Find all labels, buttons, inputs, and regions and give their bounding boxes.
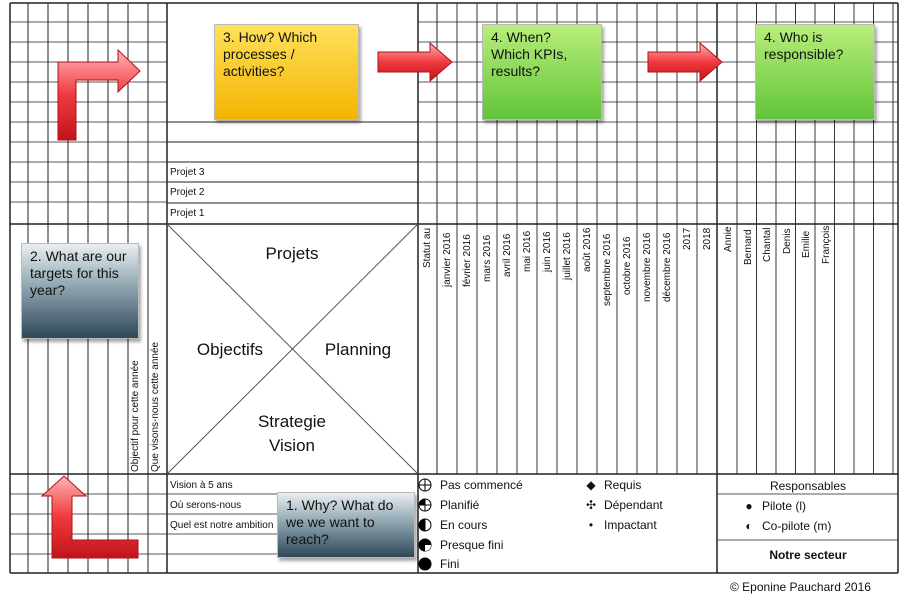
person-column-header: Emilie: [801, 230, 812, 258]
arrow-bottomleft: [40, 475, 139, 559]
half-circle-icon: ◐: [745, 519, 753, 533]
person-column-header: François: [821, 225, 832, 264]
note-targets: 2. What are our targets for this year?: [21, 243, 139, 339]
status-three-quarter-icon: [418, 538, 432, 552]
legend-copilote: ◐ Co-pilote (m): [742, 519, 831, 533]
cross-star-icon: ✣: [585, 498, 597, 512]
legend-planifie: Planifié: [418, 498, 479, 512]
sector-label: Notre secteur: [769, 548, 847, 562]
timeline-header: 2017: [682, 227, 693, 250]
legend-impactant: • Impactant: [584, 518, 657, 532]
timeline-header: Statut au: [422, 227, 433, 268]
timeline-header: août 2016: [582, 227, 593, 273]
legend-pas-commence: Pas commencé: [418, 478, 523, 492]
person-column-header: Denis: [782, 228, 793, 254]
note-when: 4. When? Which KPIs, results?: [482, 24, 602, 120]
filled-circle-icon: ●: [745, 499, 753, 513]
x-label-objectifs: Objectifs: [196, 340, 264, 359]
legend-pilote: ● Pilote (l): [742, 499, 806, 513]
status-half-icon: [418, 518, 432, 532]
dot-icon: •: [588, 518, 594, 532]
timeline-header: février 2016: [462, 234, 473, 287]
timeline-header: septembre 2016: [602, 233, 613, 306]
project-label-2: Projet 2: [170, 187, 205, 198]
note-who: 4. Who is responsible?: [755, 24, 875, 120]
project-label-3: Projet 3: [170, 167, 205, 178]
row-ambition: Quel est notre ambition: [170, 520, 274, 531]
row-ou-serons-nous: Où serons-nous: [170, 500, 242, 511]
timeline-header: janvier 2016: [442, 232, 453, 287]
timeline-header: avril 2016: [502, 233, 513, 277]
status-empty-icon: [418, 478, 432, 492]
person-column-header: Bernard: [743, 229, 754, 265]
x-label-vision: Vision: [269, 436, 315, 455]
row-vision-5-ans: Vision à 5 ans: [170, 480, 233, 491]
legend-presque-fini: Presque fini: [418, 538, 503, 552]
note-how: 3. How? Which processes / activities?: [214, 24, 359, 120]
status-quarter-icon: [418, 498, 432, 512]
timeline-header: juillet 2016: [562, 232, 573, 280]
arrow-topleft: [57, 48, 141, 141]
objective-vertical-label: Objectif pour cette année: [130, 360, 141, 472]
x-label-planning: Planning: [324, 340, 392, 359]
person-column-header: Chantal: [762, 227, 773, 262]
legend-fini: Fini: [418, 557, 459, 571]
timeline-header: juin 2016: [542, 231, 553, 272]
timeline-header: novembre 2016: [642, 232, 653, 303]
timeline-header: mars 2016: [482, 234, 493, 282]
x-diagonal-2: [166, 223, 419, 475]
x-label-strategie: Strategie: [257, 412, 327, 431]
timeline-header: 2018: [702, 227, 713, 250]
legend-en-cours: En cours: [418, 518, 487, 532]
arrow-when-to-who: [647, 41, 723, 83]
note-why: 1. Why? What do we we want to reach?: [277, 492, 415, 558]
responsables-title: Responsables: [769, 479, 847, 493]
diamond-icon: ◆: [586, 478, 596, 492]
legend-requis: ◆ Requis: [584, 478, 641, 492]
timeline-header: décembre 2016: [662, 232, 673, 303]
x-label-projets: Projets: [265, 244, 319, 263]
timeline-header: mai 2016: [522, 230, 533, 272]
arrow-how-to-when: [377, 41, 453, 83]
aim-vertical-label: Que visons-nous cette année: [150, 341, 161, 472]
person-column-header: Annie: [723, 226, 734, 252]
legend-dependant: ✣ Dépendant: [585, 498, 663, 512]
project-label-1: Projet 1: [170, 208, 205, 219]
timeline-header: octobre 2016: [622, 236, 633, 295]
status-full-icon: [418, 557, 432, 571]
copyright: © Eponine Pauchard 2016: [730, 580, 871, 594]
